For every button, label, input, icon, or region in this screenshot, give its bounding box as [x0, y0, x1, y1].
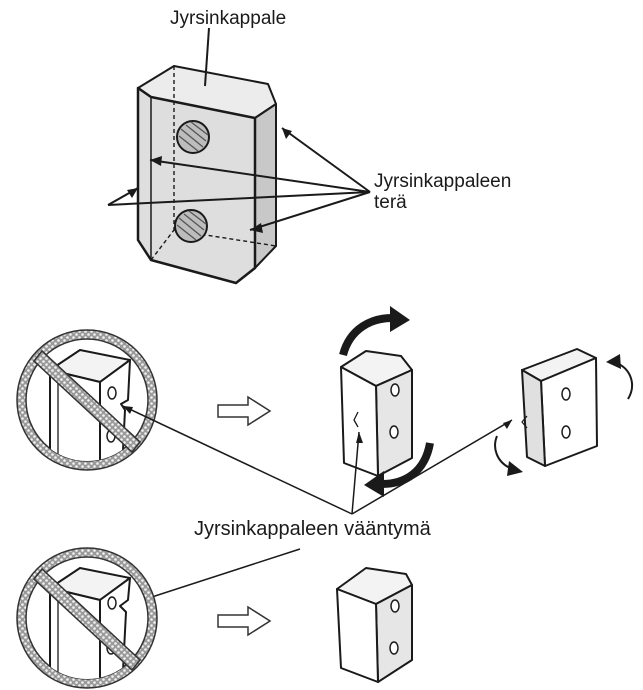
screw-hole-lower [174, 209, 208, 243]
flat-blade-block [336, 567, 413, 683]
rotated-blade-block [340, 350, 413, 477]
label-blade-warp: Jyrsinkappaleen vääntymä [194, 518, 431, 540]
blade-block [136, 65, 277, 285]
rotate-arrow-icon-lower [364, 442, 434, 497]
hollow-right-arrow-icon-2 [217, 605, 272, 637]
rotate-arrow-icon [339, 306, 410, 357]
label-blade-edge: Jyrsinkappaleen terä [374, 171, 511, 214]
hollow-right-arrow-icon [217, 395, 272, 427]
label-blade-edge-line1: Jyrsinkappaleen [374, 171, 512, 192]
prohibited-sign-icon-2 [16, 547, 158, 689]
warp-pointer-lines [122, 405, 513, 607]
turned-blade-block [521, 348, 598, 467]
prohibited-sign-icon [16, 329, 158, 471]
label-blade-piece: Jyrsinkappale [170, 8, 287, 29]
label-pointer-lines [107, 27, 371, 231]
screw-hole-upper [176, 120, 210, 154]
warp-arrowheads [123, 406, 512, 608]
flip-arrowheads [507, 354, 621, 476]
label-blade-edge-line2: terä [374, 192, 407, 214]
pointer-arrowheads [127, 128, 292, 233]
